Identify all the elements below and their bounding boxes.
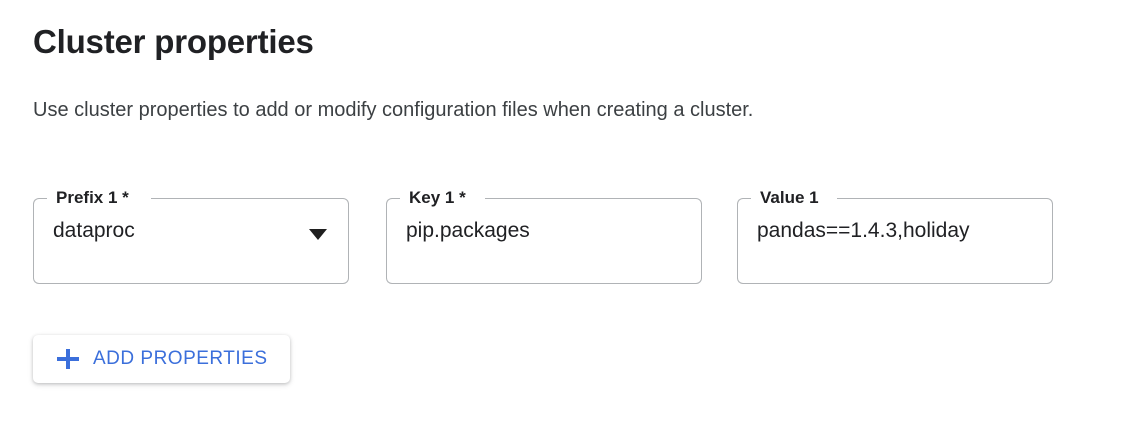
prefix-select[interactable]: Prefix 1 * dataproc	[33, 189, 349, 284]
outline-leading	[33, 198, 47, 284]
properties-form-row: Prefix 1 * dataproc Key 1 * pip.packages	[0, 189, 1122, 290]
add-properties-button[interactable]: ADD PROPERTIES	[33, 335, 290, 383]
value-label: Value 1	[755, 189, 824, 207]
key-value-wrap: pip.packages	[406, 214, 682, 250]
outline-leading	[386, 198, 400, 284]
section-description: Use cluster properties to add or modify …	[33, 99, 754, 121]
outline-leading	[737, 198, 751, 284]
plus-icon	[57, 348, 79, 370]
prefix-label: Prefix 1 *	[51, 189, 134, 207]
key-value: pip.packages	[406, 219, 530, 242]
page-title: Cluster properties	[33, 23, 314, 60]
prefix-value-wrap: dataproc	[53, 214, 299, 250]
value-value-wrap: pandas==1.4.3,holiday	[757, 214, 1047, 250]
add-properties-label: ADD PROPERTIES	[93, 348, 268, 369]
value-value: pandas==1.4.3,holiday	[757, 219, 970, 242]
prefix-value: dataproc	[53, 219, 135, 242]
key-input[interactable]: Key 1 * pip.packages	[386, 189, 702, 284]
key-label: Key 1 *	[404, 189, 471, 207]
caret-down-icon[interactable]	[309, 229, 327, 240]
value-input[interactable]: Value 1 pandas==1.4.3,holiday	[737, 189, 1053, 284]
